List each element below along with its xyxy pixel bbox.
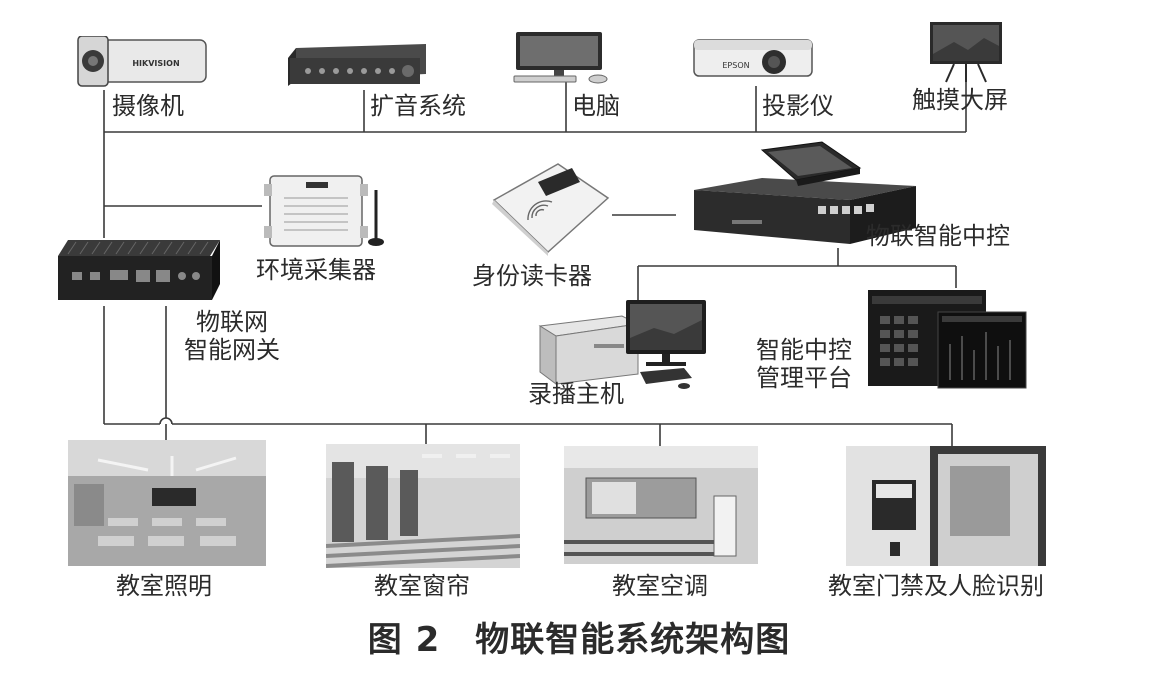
projector-label: 投影仪: [762, 92, 834, 120]
iot-central-control-icon: [694, 141, 916, 244]
recorder-label: 录播主机: [528, 380, 624, 408]
central-control-label: 物联智能中控: [866, 222, 1010, 250]
audio-system-label: 扩音系统: [370, 92, 466, 120]
amplifier-icon: [288, 44, 426, 86]
iot-gateway-icon: [58, 240, 220, 300]
camera-icon: HIKVISION: [77, 36, 207, 87]
touchscreen-label: 触摸大屏: [912, 86, 1008, 114]
projector-icon: EPSON: [693, 39, 813, 77]
ac-label: 教室空调: [612, 572, 708, 600]
touch-screen-icon: [930, 22, 1002, 83]
recording-host-icon: [538, 300, 706, 389]
env-collector-icon: [264, 175, 384, 247]
lighting-label: 教室照明: [116, 572, 212, 600]
classroom-ac-photo: [564, 446, 758, 564]
camera-label: 摄像机: [112, 92, 184, 120]
id-card-reader-icon: [492, 163, 610, 256]
iot-gateway-label: 物联网 智能网关: [184, 308, 280, 364]
classroom-curtain-photo: [326, 444, 520, 568]
classroom-lighting-photo: [68, 440, 266, 566]
access-label: 教室门禁及人脸识别: [828, 572, 1044, 600]
projector-brand: EPSON: [722, 61, 749, 70]
computer-icon: [513, 32, 608, 84]
camera-brand: HIKVISION: [132, 59, 179, 68]
curtain-label: 教室窗帘: [374, 572, 470, 600]
control-platform-label: 智能中控 管理平台: [756, 336, 852, 392]
classroom-access-photo: [846, 446, 1046, 566]
control-platform-screenshot: [868, 290, 1027, 389]
computer-label: 电脑: [572, 92, 620, 120]
id-reader-label: 身份读卡器: [472, 262, 592, 290]
env-collector-label: 环境采集器: [256, 256, 376, 284]
figure-caption: 图 2 物联智能系统架构图: [367, 620, 791, 660]
